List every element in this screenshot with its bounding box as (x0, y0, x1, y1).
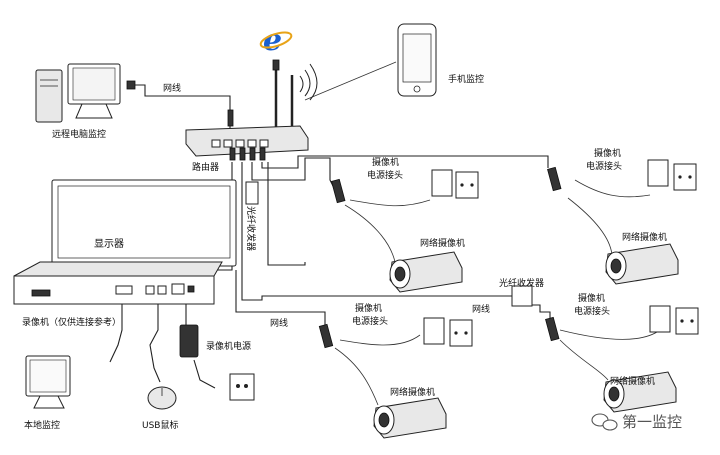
monitor-label: 显示器 (94, 238, 124, 250)
camera-2-power-label-2: 电源接头 (586, 160, 622, 172)
camera-3-power-label-1: 摄像机 (355, 302, 382, 314)
nvr-power-label: 录像机电源 (206, 340, 251, 352)
camera-1 (389, 251, 463, 293)
camera-2-power-socket (647, 159, 697, 191)
monitor (51, 179, 237, 267)
network-cable-top-label: 网线 (163, 82, 181, 94)
fiber-vertical-label: 光纤收发器 (245, 206, 257, 251)
camera-3-power-socket (423, 317, 473, 347)
fiber-transceiver-label: 光纤收发器 (499, 277, 544, 289)
network-cable-right-label: 网线 (472, 303, 490, 315)
camera-4-power-label-2: 电源接头 (574, 305, 610, 317)
camera-4-power-label-1: 摄像机 (578, 292, 605, 304)
router-label: 路由器 (192, 161, 219, 173)
wifi-signal-icon (299, 63, 318, 101)
local-monitor (25, 355, 71, 409)
camera-1-power-label-2: 电源接头 (367, 169, 403, 181)
camera-3-power-label-2: 电源接头 (352, 315, 388, 327)
usb-mouse-label: USB鼠标 (142, 419, 178, 431)
nvr-label: 录像机（仅供连接参考） (22, 316, 121, 328)
nvr (13, 261, 223, 305)
camera-4-label: 网络摄像机 (610, 375, 655, 387)
usb-mouse (147, 386, 177, 410)
remote-pc (35, 63, 136, 123)
network-cable-left-label: 网线 (270, 317, 288, 329)
nvr-power-adapter (179, 324, 255, 401)
camera-2-connector (547, 166, 562, 192)
router (185, 59, 309, 161)
remote-pc-label: 远程电脑监控 (52, 128, 106, 140)
camera-3-connector (318, 323, 334, 349)
fiber-transceiver (511, 285, 533, 307)
svg-text:e: e (263, 23, 282, 58)
camera-2-power-label-1: 摄像机 (594, 147, 621, 159)
camera-3 (373, 397, 447, 439)
wechat-icon (591, 413, 618, 431)
camera-4-connector (545, 316, 560, 342)
camera-3-label: 网络摄像机 (390, 386, 435, 398)
camera-2 (605, 243, 679, 285)
watermark-text: 第一监控 (622, 413, 682, 431)
mobile-label: 手机监控 (448, 73, 484, 85)
camera-1-power-label-1: 摄像机 (372, 156, 399, 168)
ie-browser-icon: e (259, 23, 293, 58)
mobile-phone (397, 23, 437, 97)
camera-1-label: 网络摄像机 (420, 237, 465, 249)
camera-1-connector (331, 178, 346, 204)
local-monitor-label: 本地监控 (24, 419, 60, 431)
fiber-transceiver-vertical (245, 181, 259, 205)
camera-4 (603, 371, 677, 413)
camera-4-power-socket (649, 305, 699, 335)
camera-2-label: 网络摄像机 (622, 231, 667, 243)
camera-1-power-socket (431, 169, 479, 199)
